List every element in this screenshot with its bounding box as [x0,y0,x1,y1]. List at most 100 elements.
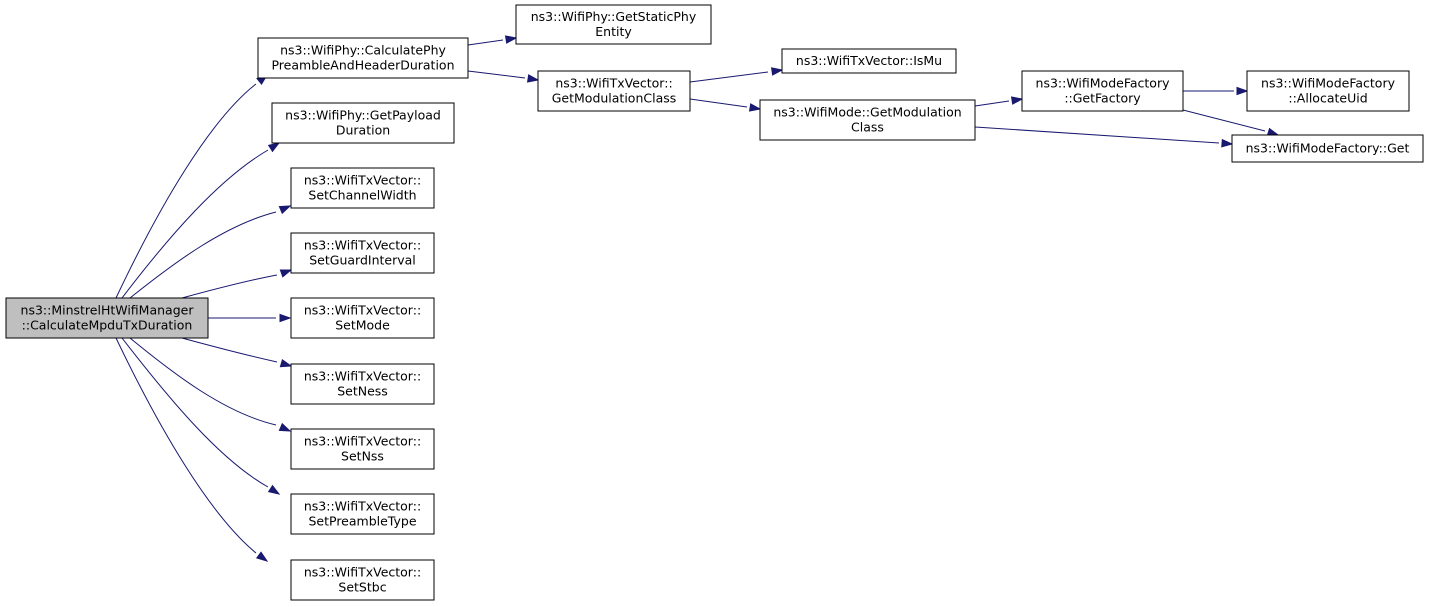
nodes-layer: ns3::MinstrelHtWifiManager::CalculateMpd… [5,4,1424,601]
node-setMode[interactable]: ns3::WifiTxVector::SetMode [290,297,435,339]
edge-line [689,98,748,108]
edge-arrowhead [1221,138,1234,148]
node-label-line: ns3::WifiModeFactory [1036,76,1171,91]
node-setNss[interactable]: ns3::WifiTxVector::SetNss [290,428,435,470]
edge-line [467,39,504,46]
node-setNess[interactable]: ns3::WifiTxVector::SetNess [290,363,435,405]
node-box [515,4,712,45]
edge-arrowhead [1010,96,1024,105]
edge-root-to-setStbc [115,337,269,562]
edge-line [467,70,526,79]
edge-calcPhy-to-getModClassTx [467,70,540,83]
node-label-line: PreambleAndHeaderDuration [271,58,454,73]
edge-getModClassTx-to-isMu [689,67,784,83]
edge-root-to-setPreambleType [121,337,281,495]
edge-arrowhead [278,205,292,215]
node-box [1231,134,1424,163]
edge-root-to-setChannelWidth [129,205,292,299]
node-label-line: ns3::WifiTxVector:: [304,173,421,188]
edge-line [974,126,1220,144]
edge-getFactory-to-factoryGet [1182,109,1280,137]
node-box [5,297,209,339]
edge-root-to-setMode [208,313,292,323]
edge-line [121,337,269,488]
edge-line [974,100,1010,107]
edges-layer [115,35,1280,562]
edge-arrowhead [770,67,784,76]
node-root[interactable]: ns3::MinstrelHtWifiManager::CalculateMpd… [5,297,209,339]
node-box [290,493,435,535]
edge-arrowhead [748,103,762,112]
edge-arrowhead [504,35,518,44]
node-box [1021,70,1184,112]
node-label-line: ns3::WifiTxVector:: [304,499,421,514]
edge-line [129,211,277,299]
node-setStbc[interactable]: ns3::WifiTxVector::SetStbc [290,559,435,601]
edge-arrowhead [278,422,292,432]
edge-getModClassMode-to-getFactory [974,96,1024,107]
node-calcPhy[interactable]: ns3::WifiPhy::CalculatePhyPreambleAndHea… [257,37,469,79]
node-getModClassMode[interactable]: ns3::WifiMode::GetModulationClass [759,99,976,141]
node-label-line: SetMode [335,318,390,333]
node-label-line: Class [851,120,884,135]
node-allocateUid[interactable]: ns3::WifiModeFactory::AllocateUid [1246,70,1410,112]
node-label-line: ns3::MinstrelHtWifiManager [21,303,195,318]
node-label-line: ns3::WifiTxVector::IsMu [796,53,942,68]
edge-getFactory-to-allocateUid [1183,86,1249,96]
node-box [759,99,976,141]
node-label-line: ns3::WifiPhy::GetStaticPhy [531,9,697,24]
node-label-line: ns3::WifiPhy::GetPayload [285,108,441,123]
node-label-line: ns3::WifiTxVector:: [304,238,421,253]
edge-arrowhead [279,313,292,323]
node-label-line: SetNess [337,384,388,399]
node-label-line: ns3::WifiModeFactory [1261,76,1396,91]
edge-arrowhead [279,269,293,278]
node-label-line: SetGuardInterval [309,253,416,268]
node-box [290,297,435,339]
edge-line [115,337,257,554]
node-label-line: SetNss [341,449,384,464]
edge-line [181,274,278,299]
node-box [290,167,435,209]
node-box [271,102,455,144]
node-box [290,428,435,470]
edge-root-to-calcPhy [115,74,269,299]
edge-line [115,83,257,299]
node-label-line: Entity [595,24,632,39]
edge-root-to-setNss [129,337,292,432]
edge-arrowhead [279,358,293,368]
edge-getModClassTx-to-getModClassMode [689,98,762,112]
node-label-line: SetStbc [338,580,386,595]
edge-line [1182,109,1266,132]
edge-line [689,71,769,83]
node-label-line: ns3::WifiPhy::CalculatePhy [280,43,446,58]
node-getFactory[interactable]: ns3::WifiModeFactory::GetFactory [1021,70,1184,112]
node-label-line: ns3::WifiTxVector:: [304,303,421,318]
edge-arrowhead [267,484,281,495]
edge-line [129,337,277,426]
node-getModClassTx[interactable]: ns3::WifiTxVector::GetModulationClass [537,70,691,112]
node-factoryGet[interactable]: ns3::WifiModeFactory::Get [1231,134,1424,163]
node-label-line: ns3::WifiTxVector:: [555,76,672,91]
node-isMu[interactable]: ns3::WifiTxVector::IsMu [781,48,957,74]
node-box [1246,70,1410,112]
node-setChannelWidth[interactable]: ns3::WifiTxVector::SetChannelWidth [290,167,435,209]
node-label-line: ns3::WifiModeFactory::Get [1246,141,1410,156]
node-setPreambleType[interactable]: ns3::WifiTxVector::SetPreambleType [290,493,435,535]
edge-root-to-getPayload [121,142,281,299]
node-label-line: ::GetFactory [1064,91,1141,106]
node-setGuardInterval[interactable]: ns3::WifiTxVector::SetGuardInterval [290,232,435,274]
edge-root-to-setNess [181,337,293,368]
node-label-line: ns3::WifiTxVector:: [304,369,421,384]
node-box [290,363,435,405]
node-label-line: ns3::WifiTxVector:: [304,565,421,580]
node-box [290,559,435,601]
node-box [290,232,435,274]
edge-line [121,149,269,299]
edge-arrowhead [1236,86,1249,96]
edge-getModClassMode-to-factoryGet [974,126,1234,148]
edge-arrowhead [255,551,269,562]
